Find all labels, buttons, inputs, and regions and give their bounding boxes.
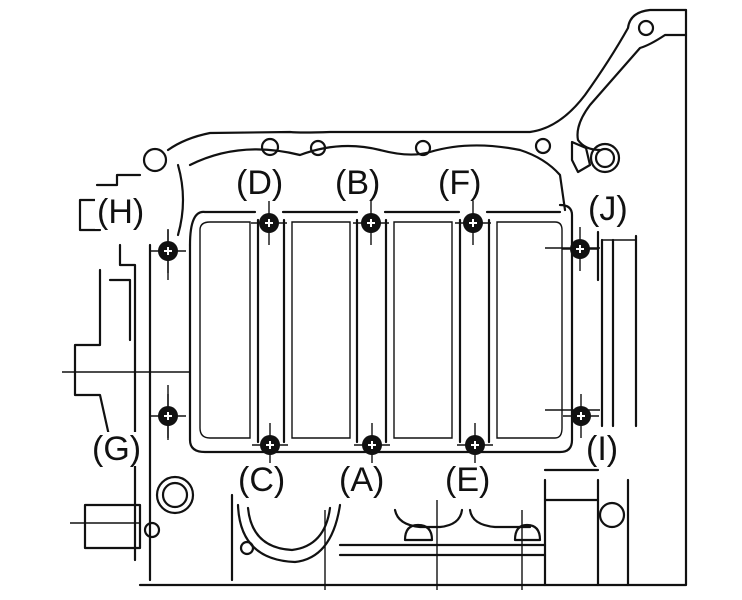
label-b: (B)	[333, 164, 383, 202]
label-i: (I)	[584, 430, 621, 468]
label-g: (G)	[90, 430, 144, 468]
bolt-icon-i	[563, 394, 599, 438]
bolt-icon-g	[150, 394, 186, 438]
label-a: (A)	[337, 461, 387, 499]
bolt-icon-h	[150, 229, 186, 273]
bolt-icon-a	[354, 423, 390, 467]
label-f: (F)	[436, 164, 484, 202]
label-h: (H)	[95, 193, 147, 231]
label-e: (E)	[443, 461, 493, 499]
bolt-icon-b	[353, 201, 389, 245]
bolt-icon-c	[252, 423, 288, 467]
bolt-icon-j	[562, 227, 598, 271]
label-j: (J)	[586, 190, 630, 228]
bolt-icon-e	[457, 423, 493, 467]
bolt-icon-f	[455, 201, 491, 245]
label-d: (D)	[234, 164, 286, 202]
bolt-icon-d	[251, 201, 287, 245]
label-c: (C)	[236, 461, 288, 499]
